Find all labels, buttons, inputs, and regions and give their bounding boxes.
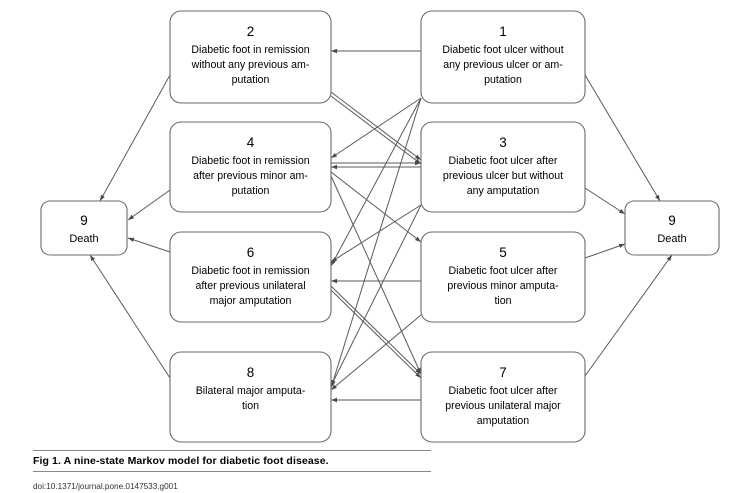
- state-label-2-line-3: putation: [232, 74, 270, 86]
- edge-5-to-8: [330, 314, 422, 391]
- edge-1-to-death-right: [584, 74, 661, 202]
- state-label-6-line-1: Diabetic foot in remission: [191, 265, 309, 277]
- state-box-7[interactable]: [420, 351, 586, 443]
- death-left-label: Death: [69, 233, 98, 245]
- state-box-2[interactable]: [169, 10, 332, 104]
- state-number-1: 1: [499, 24, 507, 39]
- caption-block: Fig 1. A nine-state Markov model for dia…: [33, 450, 703, 492]
- edge-3-to-6: [330, 204, 422, 263]
- state-label-7-line-1: Diabetic foot ulcer after: [449, 385, 558, 397]
- state-box-8[interactable]: [169, 351, 332, 443]
- state-label-5-line-2: previous minor amputa-: [447, 280, 559, 292]
- edge-1-to-4: [330, 97, 422, 159]
- edge-1-to-8: [330, 97, 422, 389]
- state-label-8-line-2: tion: [242, 400, 259, 412]
- figure-doi: doi:10.1371/journal.pone.0147533.g001: [33, 482, 178, 491]
- state-number-3: 3: [499, 135, 507, 150]
- state-number-8: 8: [247, 365, 255, 380]
- edge-4-to-death-left: [127, 189, 171, 221]
- state-number-6: 6: [247, 245, 255, 260]
- state-label-5-line-1: Diabetic foot ulcer after: [449, 265, 558, 277]
- state-box-4[interactable]: [169, 121, 332, 213]
- state-box-6[interactable]: [169, 231, 332, 323]
- edge-4-to-5: [330, 171, 422, 243]
- death-right-number: 9: [668, 213, 676, 228]
- state-number-2: 2: [247, 24, 255, 39]
- state-label-8-line-1: Bilateral major amputa-: [196, 385, 306, 397]
- caption-divider-bottom: [33, 471, 431, 472]
- edge-3-to-death-right: [584, 187, 626, 215]
- edges-layer: [89, 48, 673, 403]
- edge-2-to-3: [330, 91, 422, 161]
- edge-4-to-7: [330, 175, 422, 375]
- state-label-7-line-3: amputation: [477, 415, 530, 427]
- state-label-6-line-2: after previous unilateral: [195, 280, 305, 292]
- state-label-2-line-1: Diabetic foot in remission: [191, 44, 309, 56]
- edge-1-to-6: [330, 97, 422, 267]
- state-label-4-line-3: putation: [232, 185, 270, 197]
- state-label-4-line-2: after previous minor am-: [193, 170, 308, 182]
- state-label-3-line-3: any amputation: [467, 185, 540, 197]
- edge-3-to-8: [330, 204, 422, 387]
- state-label-1-line-3: putation: [484, 74, 522, 86]
- death-right-label: Death: [657, 233, 686, 245]
- state-box-5[interactable]: [420, 231, 586, 323]
- state-label-4-line-1: Diabetic foot in remission: [191, 155, 309, 167]
- state-label-1-line-1: Diabetic foot ulcer without: [442, 44, 563, 56]
- state-label-3-line-1: Diabetic foot ulcer after: [449, 155, 558, 167]
- edge-5-to-death-right: [584, 243, 626, 259]
- edge-6-to-7: [330, 285, 422, 375]
- edge-8-to-death-left: [89, 254, 171, 379]
- state-label-3-line-2: previous ulcer but without: [443, 170, 563, 182]
- death-left-number: 9: [80, 213, 88, 228]
- edge-6-to-death-left: [127, 237, 171, 253]
- death-left-box[interactable]: [40, 200, 128, 256]
- state-box-1[interactable]: [420, 10, 586, 104]
- state-box-3[interactable]: [420, 121, 586, 213]
- figure-caption: Fig 1. A nine-state Markov model for dia…: [33, 455, 329, 467]
- state-label-6-line-3: major amputation: [210, 295, 292, 307]
- state-number-7: 7: [499, 365, 507, 380]
- state-label-7-line-2: previous unilateral major: [445, 400, 561, 412]
- edge-2-to-death-left: [99, 74, 171, 202]
- state-label-2-line-2: without any previous am-: [191, 59, 310, 71]
- state-label-1-line-2: any previous ulcer or am-: [443, 59, 563, 71]
- caption-divider: [33, 450, 431, 451]
- edge-2-to-3b: [330, 95, 422, 165]
- state-label-5-line-3: tion: [494, 295, 511, 307]
- edge-6-to-7b: [330, 289, 422, 379]
- state-number-4: 4: [247, 135, 255, 150]
- edge-7-to-death-right: [584, 254, 673, 377]
- death-right-box[interactable]: [624, 200, 720, 256]
- state-number-5: 5: [499, 245, 507, 260]
